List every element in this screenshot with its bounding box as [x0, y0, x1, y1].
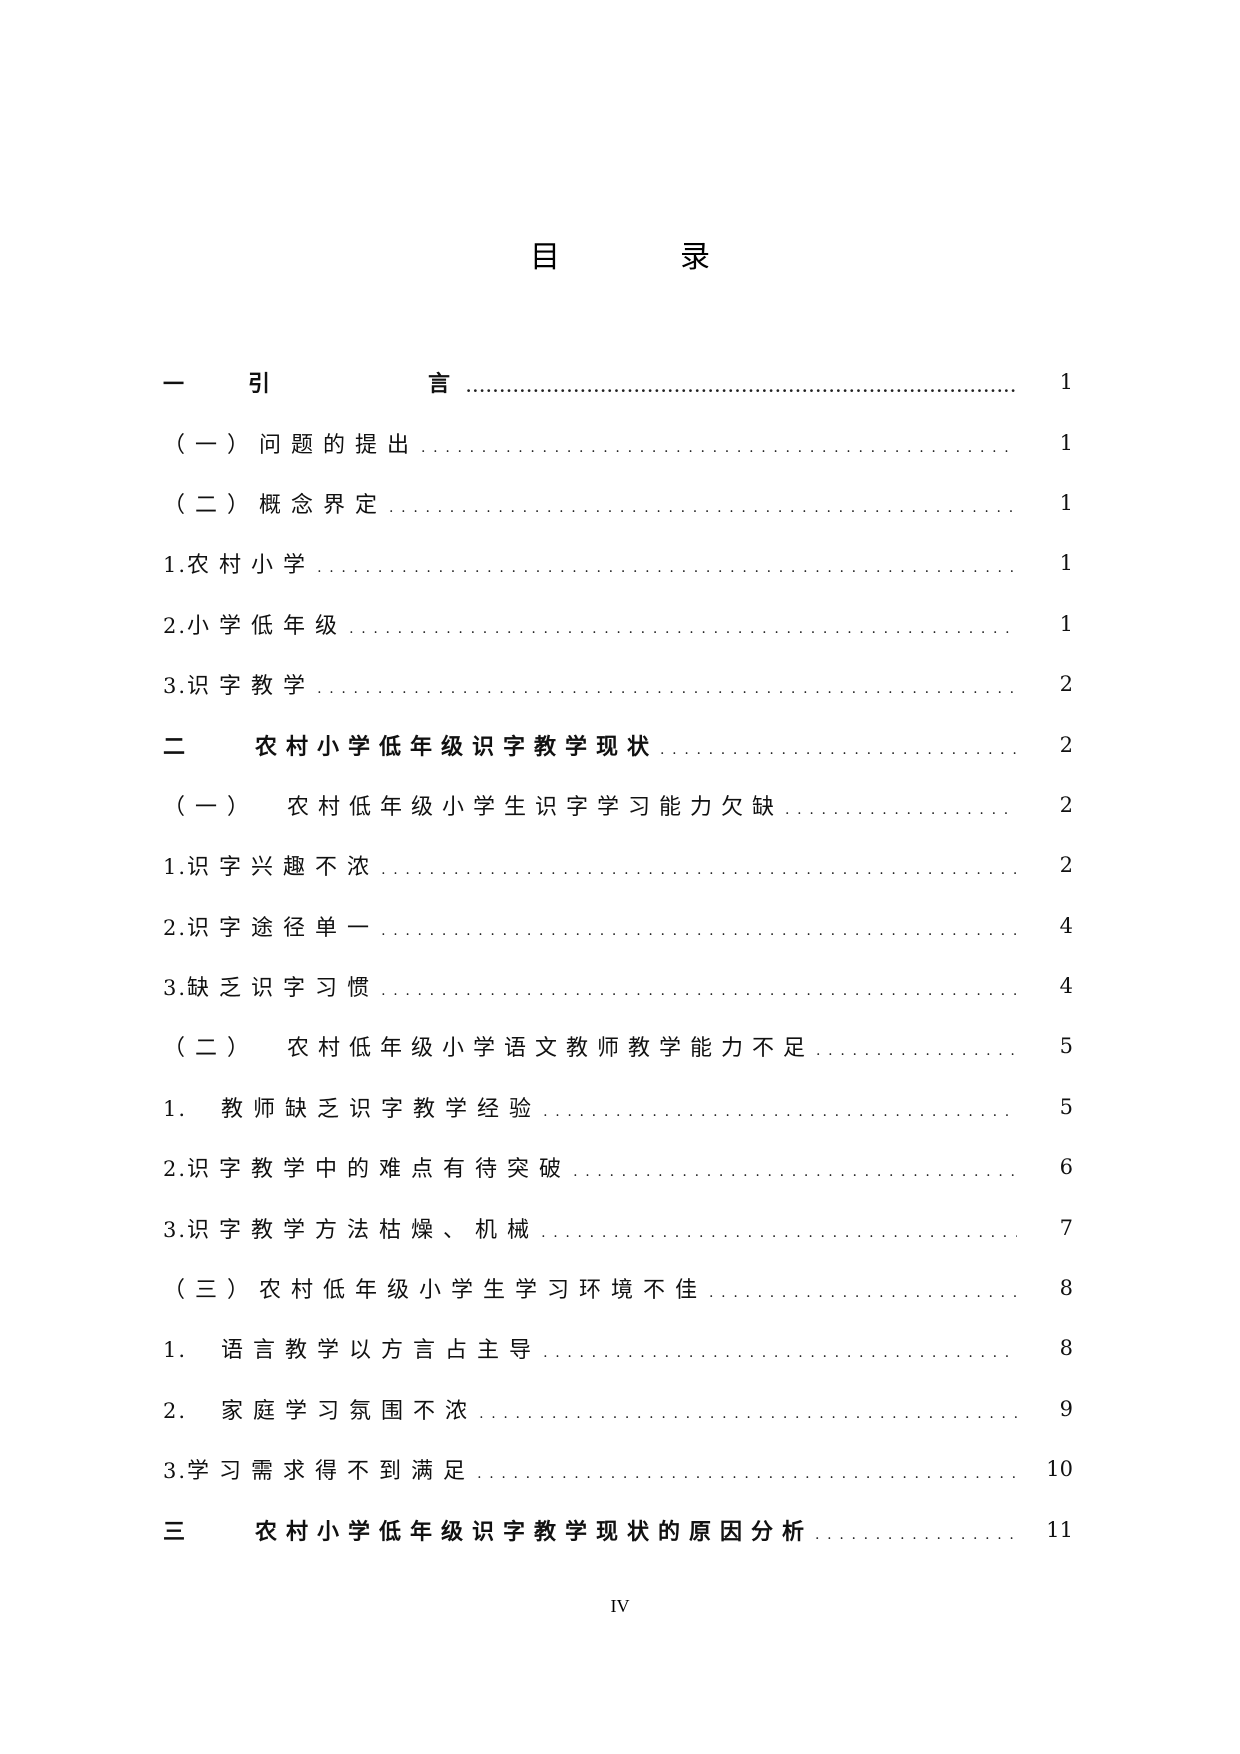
toc-leader-dots: ........................................… [816, 1043, 1017, 1060]
toc-entry[interactable]: 3.学习需求得不到满足 ............................… [163, 1439, 1073, 1499]
toc-page-number: 2 [1059, 853, 1073, 878]
toc-page-number: 1 [1059, 430, 1073, 455]
toc-page-number: 1 [1059, 551, 1073, 576]
toc-entry[interactable]: 3.缺乏识字习惯 ...............................… [163, 956, 1073, 1016]
toc-page-number: 1 [1059, 611, 1073, 636]
toc-entry[interactable]: （一）问题的提出 ...............................… [163, 412, 1073, 472]
toc-entry-label: 一引 言 [163, 371, 465, 398]
page-number-footer: IV [610, 1596, 630, 1616]
toc-leader-dots: ........................................… [815, 1526, 1017, 1543]
toc-leader-dots: ........................................… [389, 499, 1017, 516]
toc-entry[interactable]: （二）概念界定 ................................… [163, 473, 1073, 533]
toc-entry[interactable]: 1.识字兴趣不浓 ...............................… [163, 835, 1073, 895]
toc-entry[interactable]: 1.语言教学以方言占主导 ...........................… [163, 1318, 1073, 1378]
toc-entry[interactable]: 二农村小学低年级识字教学现状 .........................… [163, 714, 1073, 774]
toc-leader-dots: ........................................… [541, 1224, 1017, 1241]
toc-page-number: 9 [1059, 1396, 1073, 1421]
toc-entry[interactable]: （二）农村低年级小学语文教师教学能力不足 ...................… [163, 1016, 1073, 1076]
toc-page-number: 8 [1059, 1276, 1073, 1301]
toc-leader-dots: ........................................… [466, 378, 1017, 397]
toc-entry[interactable]: 2.识字教学中的难点有待突破 .........................… [163, 1137, 1073, 1197]
toc-page-number: 6 [1059, 1155, 1073, 1180]
toc-page-number: 2 [1059, 792, 1073, 817]
toc-leader-dots: ........................................… [785, 801, 1017, 818]
toc-entry-label: （一）问题的提出 [163, 432, 420, 458]
toc-leader-dots: ........................................… [709, 1285, 1017, 1302]
toc-leader-dots: ........................................… [421, 439, 1017, 456]
toc-page-number: 2 [1059, 672, 1073, 697]
toc-entry-label: 1.教师缺乏识字教学经验 [163, 1096, 542, 1122]
toc-entry-label: 3.学习需求得不到满足 [163, 1459, 476, 1485]
toc-leader-dots: ........................................… [573, 1164, 1017, 1181]
toc-entry-label: （三）农村低年级小学生学习环境不佳 [163, 1278, 708, 1304]
toc-leader-dots: ........................................… [479, 1405, 1017, 1422]
toc-entry-label: （二）农村低年级小学语文教师教学能力不足 [163, 1036, 815, 1062]
toc-page-number: 2 [1059, 732, 1073, 757]
toc-entry-label: （一）农村低年级小学生识字学习能力欠缺 [163, 794, 784, 820]
toc-entry-label: 1.语言教学以方言占主导 [163, 1338, 542, 1364]
toc-entry-label: 2.小学低年级 [163, 613, 348, 639]
toc-entry[interactable]: 一引 言 ...................................… [163, 352, 1073, 412]
toc-page-number: 7 [1059, 1215, 1073, 1240]
table-of-contents: 一引 言 ...................................… [163, 352, 1073, 1560]
toc-leader-dots: ........................................… [317, 681, 1017, 698]
toc-leader-dots: ........................................… [543, 1345, 1017, 1362]
toc-leader-dots: ........................................… [349, 620, 1017, 637]
toc-entry-label: 2.家庭学习氛围不浓 [163, 1398, 478, 1424]
toc-entry-label: 1.农村小学 [163, 553, 316, 579]
toc-leader-dots: ........................................… [543, 1103, 1017, 1120]
toc-entry-label: 2.识字教学中的难点有待突破 [163, 1157, 572, 1183]
toc-page-number: 5 [1059, 1094, 1073, 1119]
toc-leader-dots: ........................................… [381, 922, 1017, 939]
toc-page-number: 4 [1059, 913, 1073, 938]
toc-entry-label: 三农村小学低年级识字教学现状的原因分析 [163, 1519, 814, 1545]
toc-page-number: 11 [1046, 1517, 1073, 1542]
toc-page-number: 10 [1046, 1457, 1073, 1482]
toc-entry-label: 3.识字教学 [163, 674, 316, 700]
toc-page-number: 4 [1059, 974, 1073, 999]
toc-entry[interactable]: 3.识字教学方法枯燥、机械 ..........................… [163, 1197, 1073, 1257]
toc-entry[interactable]: 2.家庭学习氛围不浓 .............................… [163, 1379, 1073, 1439]
toc-page-number: 8 [1059, 1336, 1073, 1361]
toc-leader-dots: ........................................… [477, 1466, 1017, 1483]
toc-entry-label: 二农村小学低年级识字教学现状 [163, 734, 659, 760]
toc-entry[interactable]: （三）农村低年级小学生学习环境不佳 ......................… [163, 1258, 1073, 1318]
toc-leader-dots: ........................................… [660, 741, 1017, 758]
toc-page-number: 5 [1059, 1034, 1073, 1059]
toc-entry[interactable]: 1.农村小学 .................................… [163, 533, 1073, 593]
toc-entry[interactable]: 2.小学低年级 ................................… [163, 594, 1073, 654]
toc-page-number: 1 [1059, 370, 1073, 395]
toc-leader-dots: ........................................… [381, 983, 1017, 1000]
toc-entry[interactable]: （一）农村低年级小学生识字学习能力欠缺 ....................… [163, 775, 1073, 835]
toc-entry[interactable]: 2.识字途径单一 ...............................… [163, 896, 1073, 956]
toc-entry[interactable]: 1.教师缺乏识字教学经验 ...........................… [163, 1077, 1073, 1137]
toc-entry-label: 3.识字教学方法枯燥、机械 [163, 1217, 540, 1243]
toc-entry-label: （二）概念界定 [163, 492, 388, 518]
title-char-1: 目 [530, 240, 560, 275]
toc-leader-dots: ........................................… [317, 560, 1017, 577]
toc-entry-label: 2.识字途径单一 [163, 915, 380, 941]
toc-entry-label: 1.识字兴趣不浓 [163, 855, 380, 881]
toc-entry-label: 3.缺乏识字习惯 [163, 976, 380, 1002]
toc-leader-dots: ........................................… [381, 862, 1017, 879]
toc-entry[interactable]: 3.识字教学 .................................… [163, 654, 1073, 714]
page-title: 目录 [0, 232, 1240, 276]
toc-page-number: 1 [1059, 490, 1073, 515]
title-char-2: 录 [680, 240, 710, 275]
